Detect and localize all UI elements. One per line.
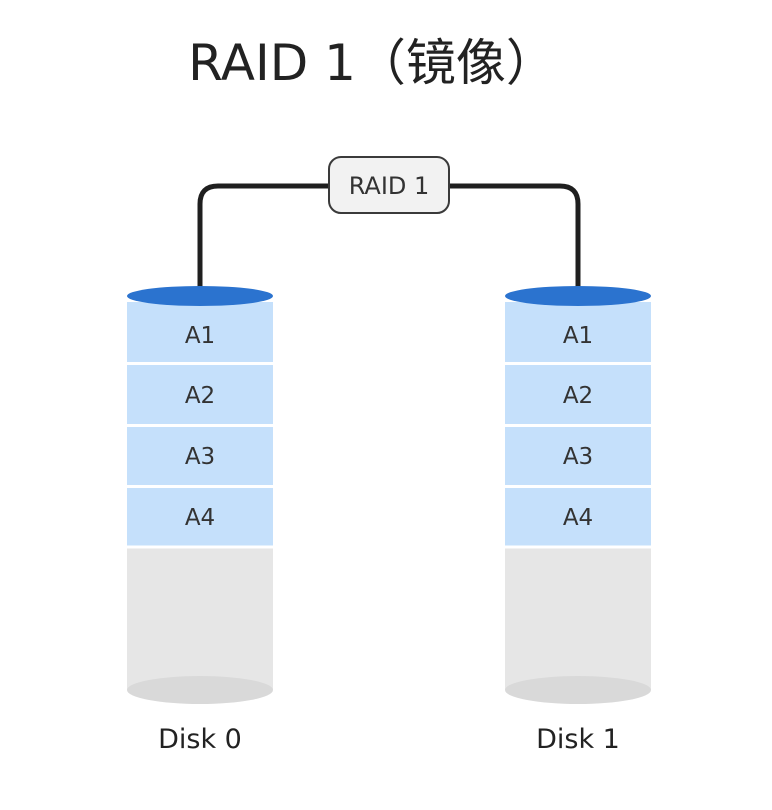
disk-0-block-a2-label: A2 xyxy=(185,383,215,409)
disk-1-block-a1 xyxy=(505,302,651,362)
disk-1-block-a4-label: A4 xyxy=(563,505,593,531)
disk-0-block-a4 xyxy=(127,488,273,546)
raid-controller-box: RAID 1 xyxy=(328,156,450,214)
disk-1-block-a3-label: A3 xyxy=(563,444,593,470)
raid-controller-frame xyxy=(328,156,450,214)
disk-1-top-cap xyxy=(505,286,651,306)
disk-1-block-a2 xyxy=(505,365,651,424)
disk-0-block-a1 xyxy=(127,302,273,362)
disk-1-bottom-shadow xyxy=(505,676,651,704)
disk-0-bottom-shadow xyxy=(127,676,273,704)
disk-0-block-a1-label: A1 xyxy=(185,323,215,349)
disk-0-empty-space xyxy=(127,548,273,690)
disk-1-block-a1-label: A1 xyxy=(563,323,593,349)
disk-1: A1 A2 A3 A4 Disk 1 xyxy=(505,286,651,755)
disk-0-block-a3 xyxy=(127,427,273,485)
disk-1-block-a3 xyxy=(505,427,651,485)
disk-0-top-cap xyxy=(127,286,273,306)
disk-0-block-a4-label: A4 xyxy=(185,505,215,531)
disk-0-label: Disk 0 xyxy=(158,724,242,755)
connector-line-disk-1 xyxy=(449,183,581,296)
diagram-title: RAID 1（镜像） xyxy=(188,34,556,92)
disk-0-block-a2 xyxy=(127,365,273,424)
raid-controller-label: RAID 1 xyxy=(349,172,430,200)
connector-line-disk-0 xyxy=(197,183,329,296)
disk-0-block-a3-label: A3 xyxy=(185,444,215,470)
disk-1-block-a2-label: A2 xyxy=(563,383,593,409)
disk-1-empty-space xyxy=(505,548,651,690)
disk-0: A1 A2 A3 A4 Disk 0 xyxy=(127,286,273,755)
disk-1-block-a4 xyxy=(505,488,651,546)
disk-1-label: Disk 1 xyxy=(536,724,620,755)
